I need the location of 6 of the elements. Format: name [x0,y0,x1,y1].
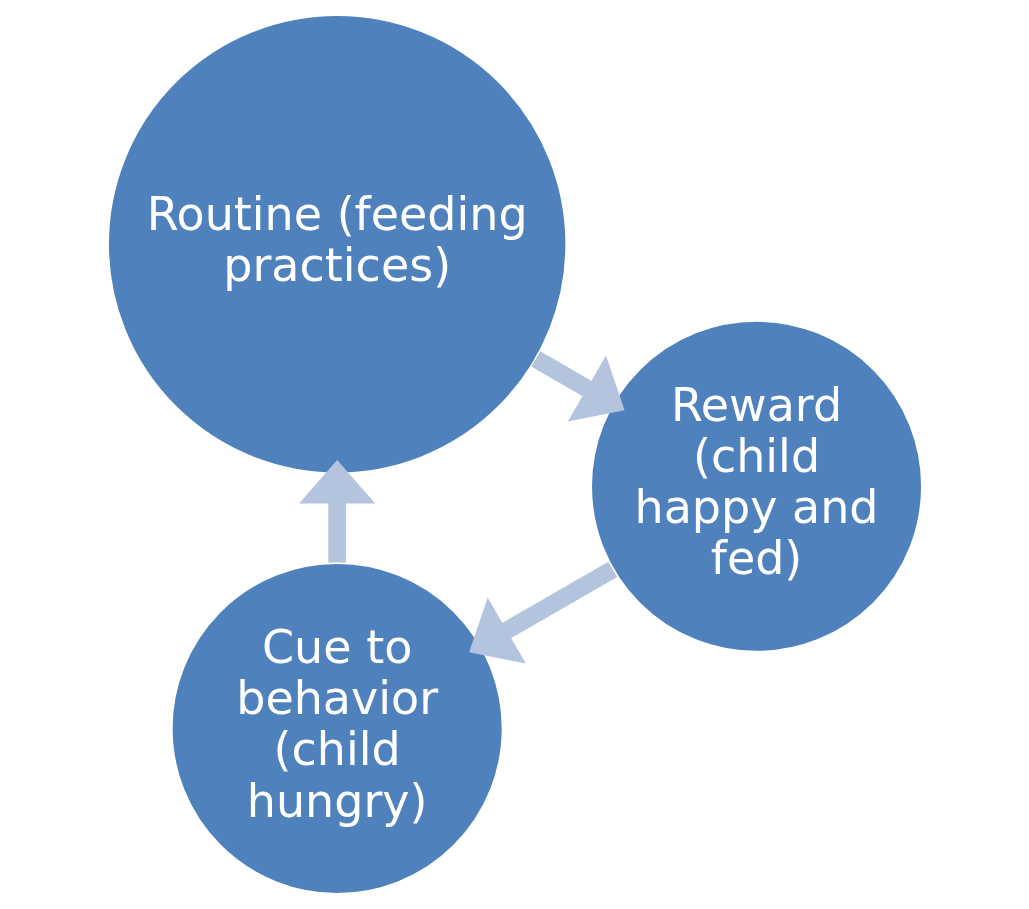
arrow [530,351,625,422]
node-circle: Reward (child happy and fed) [589,320,923,653]
node-circle: Routine (feeding practices) [106,14,567,475]
node-circle: Cue to behavior (child hungry) [170,562,503,895]
arrow [468,561,617,664]
arrow [298,459,375,563]
